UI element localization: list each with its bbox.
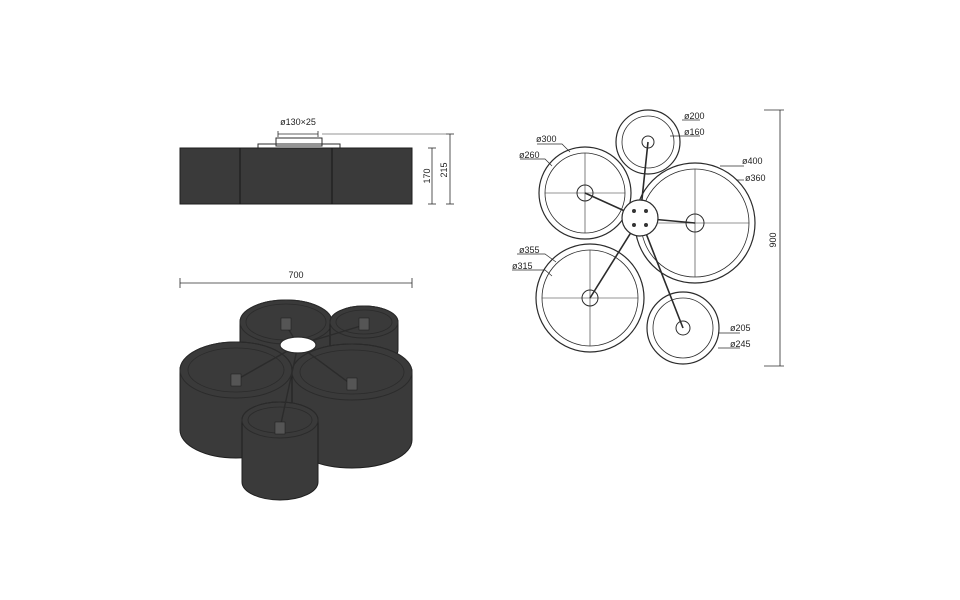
height-outer-label: 215 [439,162,449,177]
hub [279,336,317,354]
shade-front [241,401,319,501]
shade-inner-label: ø360 [745,173,766,183]
socket [230,373,242,387]
height-inner-label: 170 [422,168,432,183]
canopy-dimension-label: ø130×25 [280,117,316,127]
socket [274,421,286,435]
shade-inner-label: ø315 [512,261,533,271]
shade-outer-label: ø205 [730,323,751,333]
side-view: ø130×25 170 215 [179,117,454,205]
width-label: 700 [288,270,303,280]
shade-outer-label: ø355 [519,245,540,255]
shade-outer-label: ø400 [742,156,763,166]
shade-bottom-right [646,291,720,365]
socket [280,317,292,331]
socket [358,317,370,331]
shade-outer-label: ø200 [684,111,705,121]
shade-inner-label: ø260 [519,150,540,160]
shade-inner-label: ø245 [730,339,751,349]
overall-height-label: 900 [768,232,778,247]
side-shade-body [179,147,413,205]
canopy [275,137,323,147]
top-view: 900 [512,109,784,367]
shade-inner-label: ø160 [684,127,705,137]
shade-outer-label: ø300 [536,134,557,144]
hub-top [621,199,659,237]
perspective-view: 700 [179,270,413,501]
socket [346,377,358,391]
